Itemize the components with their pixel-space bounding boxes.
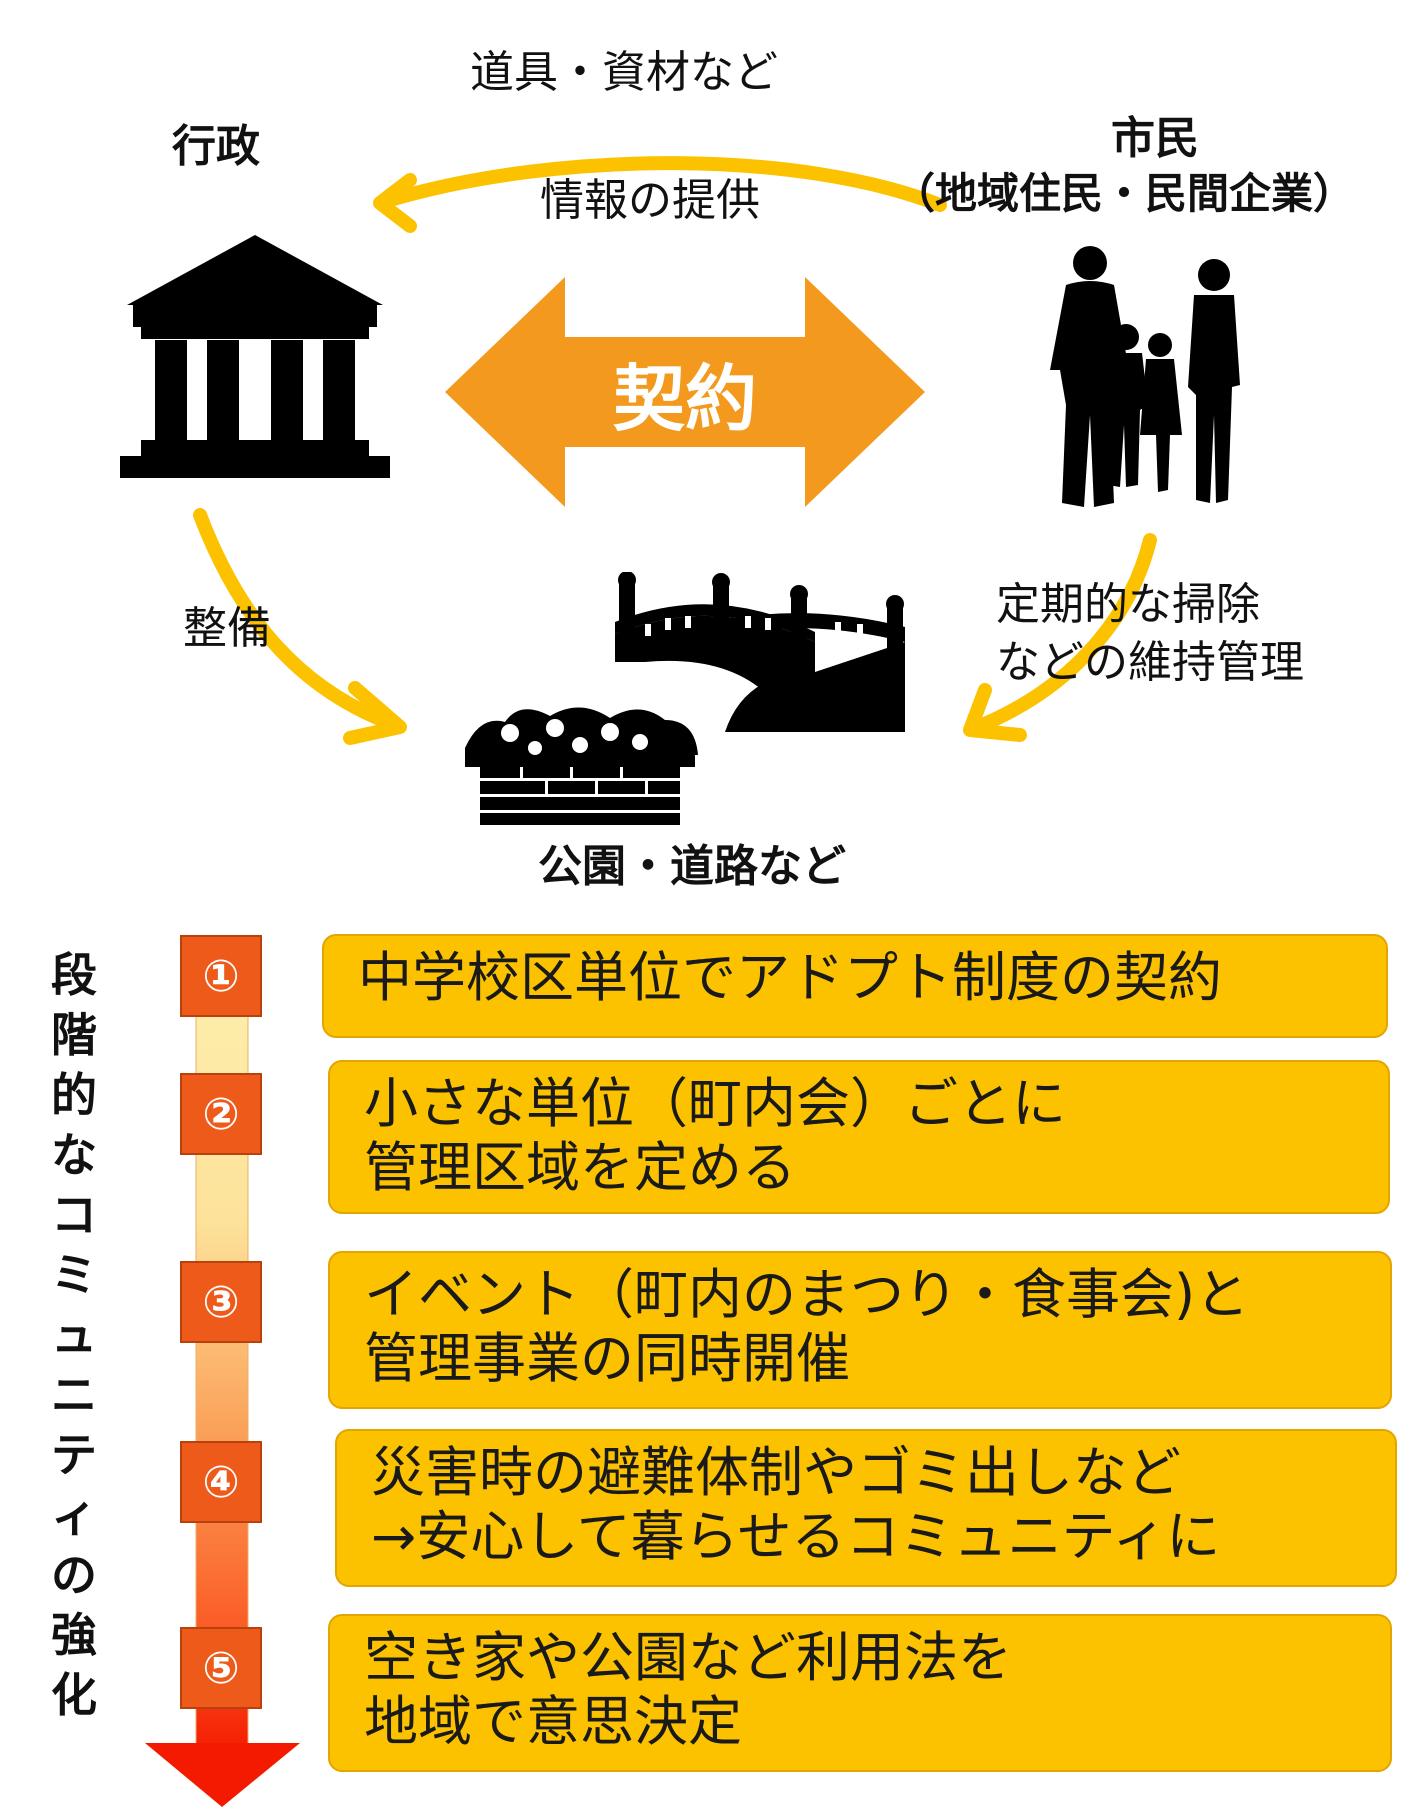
step-box-2: 小さな単位（町内会）ごとに 管理区域を定める — [328, 1060, 1390, 1214]
step-number-3: ③ — [180, 1261, 262, 1343]
step-box-1: 中学校区単位でアドプト制度の契約 — [322, 934, 1388, 1038]
step-4-line-1: 災害時の避難体制やゴミ出しなど — [371, 1441, 1181, 1504]
maintenance-flow-arrow — [193, 508, 402, 732]
family-icon — [1050, 246, 1240, 507]
gov-label: 行政 — [172, 121, 260, 172]
step-5-line-1: 空き家や公園など利用法を — [364, 1626, 1012, 1689]
step-3-line-2: 管理事業の同時開催 — [364, 1327, 850, 1390]
maintenance-label: 整備 — [183, 603, 271, 654]
step-number-1: ① — [180, 935, 262, 1017]
cleaning-flow-arrow — [968, 533, 1157, 735]
contract-label: 契約 — [612, 357, 757, 441]
tools-label: 道具・資材など — [470, 47, 778, 98]
info-label: 情報の提供 — [540, 175, 760, 226]
cleaning-label-line1: 定期的な掃除 — [996, 579, 1260, 630]
flow-arrows — [193, 156, 1157, 745]
step-number-4: ④ — [180, 1441, 262, 1523]
step-2-line-1: 小さな単位（町内会）ごとに — [364, 1072, 1066, 1135]
progress-arrow — [145, 935, 300, 1807]
contract-double-arrow — [445, 277, 925, 507]
bridge-icon — [615, 572, 905, 732]
step-box-3: イベント（町内のまつり・食事会)と 管理事業の同時開催 — [328, 1251, 1392, 1409]
government-building-icon — [120, 235, 390, 478]
step-1-line-1: 中学校区単位でアドプト制度の契約 — [358, 946, 1222, 1009]
step-5-line-2: 地域で意思決定 — [364, 1690, 742, 1753]
step-3-line-1: イベント（町内のまつり・食事会)と — [364, 1263, 1250, 1326]
step-number-2: ② — [180, 1073, 262, 1155]
parks-label: 公園・道路など — [538, 841, 846, 892]
step-number-5: ⑤ — [180, 1627, 262, 1709]
step-box-4: 災害時の避難体制やゴミ出しなど →安心して暮らせるコミュニティに — [335, 1429, 1397, 1587]
citizen-label-line1: 市民 — [1111, 113, 1199, 164]
info-flow-arrow — [383, 156, 947, 212]
step-4-line-2: →安心して暮らせるコミュニティに — [371, 1505, 1221, 1568]
step-box-5: 空き家や公園など利用法を 地域で意思決定 — [328, 1614, 1392, 1772]
flower-bed-icon — [465, 707, 698, 825]
step-2-line-2: 管理区域を定める — [364, 1136, 796, 1199]
vertical-title: 段階 的な コミ ュニ ティ の強 化 — [51, 948, 97, 1722]
cleaning-label-line2: などの維持管理 — [996, 637, 1304, 688]
citizen-label-line2: （地域住民・民間企業） — [893, 169, 1356, 218]
